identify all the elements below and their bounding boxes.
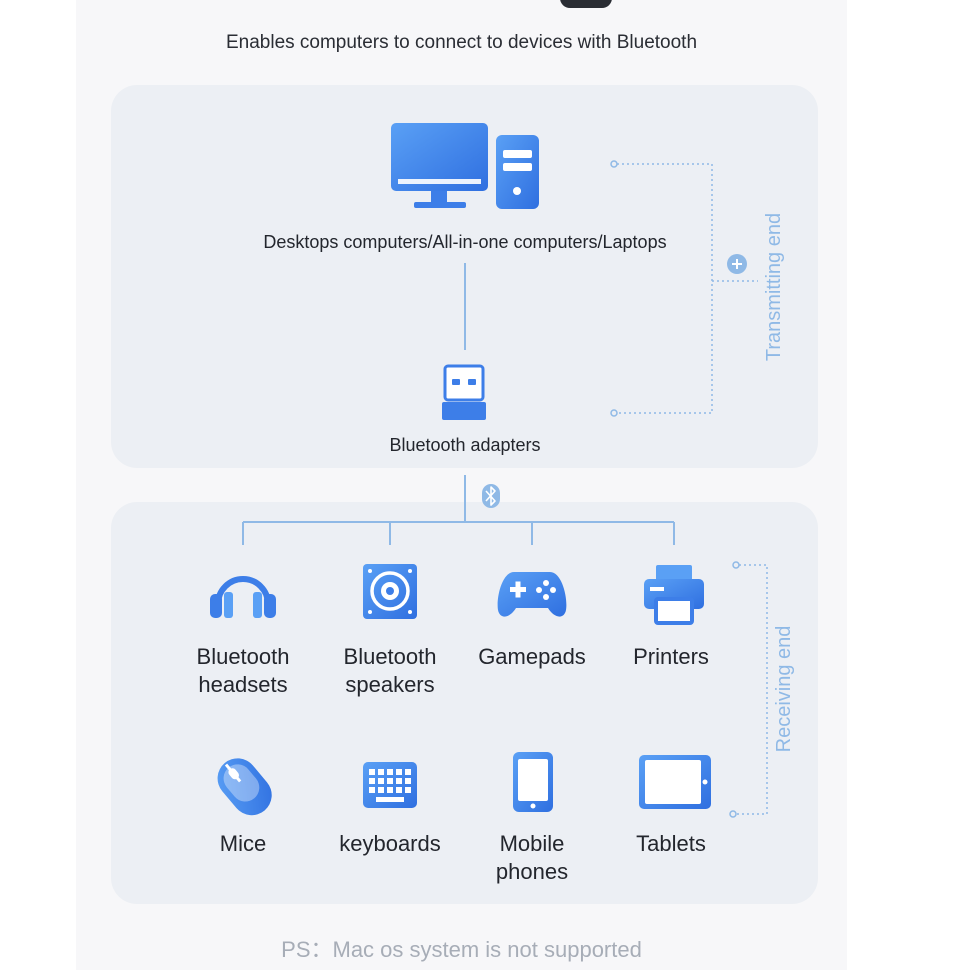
keyboard-icon (363, 762, 417, 808)
receiving-card (111, 502, 818, 904)
transmitting-end-label: Transmitting end (763, 212, 785, 362)
computer-label: Desktops computers/All-in-one computers/… (263, 232, 667, 252)
subtitle: Enables computers to connect to devices … (225, 32, 698, 53)
device-label-phones: Mobile phones (495, 831, 569, 884)
gamepad-icon (497, 572, 567, 617)
tablet-icon (639, 755, 711, 809)
device-label-mice: Mice (219, 831, 267, 856)
phone-icon (513, 752, 553, 812)
speaker-icon (363, 564, 417, 619)
device-label-gamepads: Gamepads (478, 644, 586, 669)
device-label-tablets: Tablets (636, 831, 706, 856)
device-label-printers: Printers (633, 644, 709, 669)
device-label-headsets: Bluetooth headsets (196, 644, 290, 697)
bluetooth-icon (482, 484, 500, 508)
receiving-bracket (729, 561, 768, 818)
adapter-label: Bluetooth adapters (389, 435, 541, 455)
footnote: PS：Mac os system is not supported (281, 937, 642, 962)
desktop-computer-icon (391, 123, 539, 209)
headset-icon (210, 576, 276, 618)
device-label-keyboards: keyboards (339, 831, 441, 856)
usb-adapter-icon (442, 364, 486, 420)
device-label-speakers: Bluetooth speakers (343, 644, 437, 697)
printer-icon (644, 565, 704, 625)
heading-fragment (560, 0, 612, 8)
transmitting-bracket (610, 160, 758, 417)
receiving-end-label: Receiving end (773, 625, 795, 753)
mouse-icon (217, 758, 272, 816)
plus-icon (727, 254, 747, 274)
